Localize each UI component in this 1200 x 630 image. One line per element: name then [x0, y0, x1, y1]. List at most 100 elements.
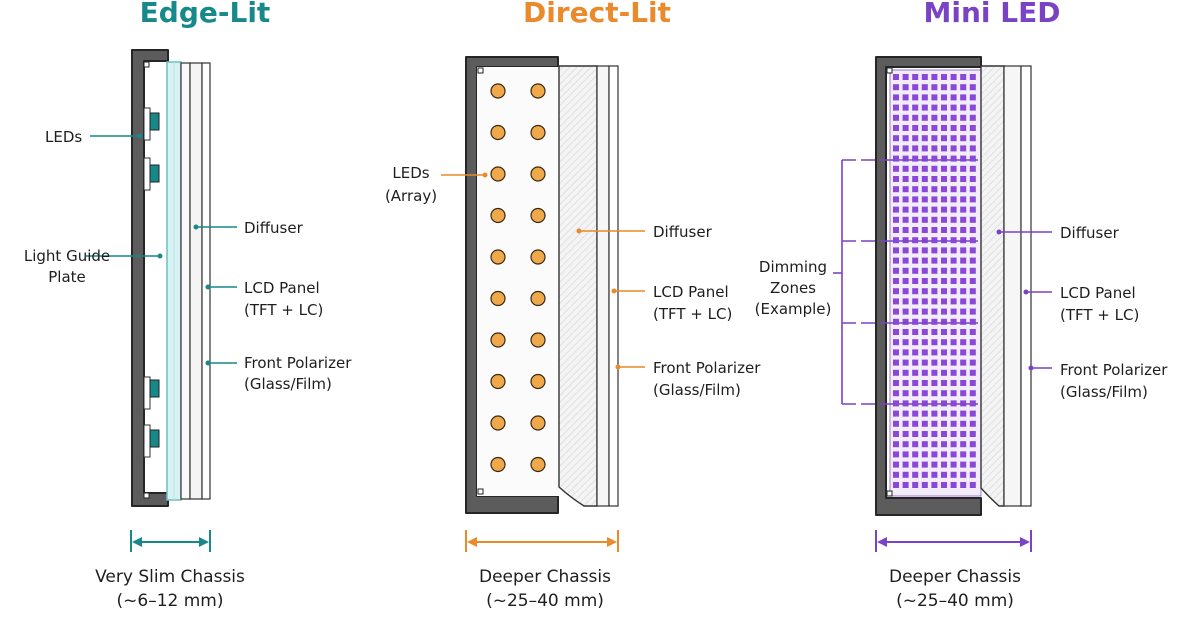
mini-led — [941, 186, 947, 193]
mini-led — [921, 196, 928, 203]
mini-led — [921, 288, 928, 295]
mini-led — [931, 267, 938, 274]
direct-led — [490, 373, 506, 390]
mini-led — [950, 237, 957, 244]
mini-led — [960, 196, 967, 203]
mini-led — [960, 278, 967, 284]
mini-led — [950, 176, 957, 182]
mini-dimension-arrow — [875, 530, 1032, 552]
mini-led — [893, 206, 899, 213]
mini-led — [969, 339, 976, 346]
mini-led — [960, 349, 967, 356]
mini-led — [912, 237, 919, 244]
mini-led — [941, 196, 947, 203]
mini-led — [902, 104, 909, 111]
mini-led — [931, 145, 938, 152]
mini-led — [893, 237, 899, 244]
direct-lit-title: Direct-Lit — [523, 0, 671, 29]
edge-label-diffuser: Diffuser — [244, 219, 304, 237]
mini-led — [941, 257, 947, 264]
mini-led — [950, 267, 957, 274]
mini-led — [941, 420, 947, 427]
mini-led — [893, 339, 899, 346]
direct-led — [490, 124, 506, 141]
mini-led — [960, 441, 967, 448]
mini-led — [960, 247, 967, 254]
mini-led — [931, 400, 938, 407]
mini-led — [941, 471, 947, 478]
direct-label-lcd-2: (TFT + LC) — [653, 305, 732, 323]
mini-led — [902, 135, 909, 142]
mini-led — [931, 471, 938, 478]
mini-label-dim-2: Zones — [770, 279, 816, 297]
edge-lit-cross-section — [131, 49, 211, 507]
mini-led — [893, 318, 899, 325]
mini-led — [950, 431, 957, 437]
mini-led — [960, 410, 967, 417]
mini-led — [912, 114, 919, 121]
mini-dimming-zone-bracket — [833, 159, 978, 405]
mini-led — [893, 451, 899, 458]
mini-led — [960, 227, 967, 233]
mini-led — [960, 165, 967, 172]
direct-led — [530, 124, 546, 141]
mini-led — [950, 461, 957, 468]
mini-led — [902, 186, 909, 193]
mini-led — [960, 257, 967, 264]
mini-led — [950, 369, 957, 376]
mini-led — [931, 176, 938, 182]
mini-led — [931, 135, 938, 142]
mini-led — [931, 125, 938, 131]
direct-caption-2: (~25–40 mm) — [486, 591, 604, 611]
mini-led — [902, 125, 909, 131]
mini-led — [931, 369, 938, 376]
mini-led — [912, 267, 919, 274]
mini-led — [969, 145, 976, 152]
mini-led — [912, 461, 919, 468]
mini-led — [960, 135, 967, 142]
direct-led — [530, 207, 546, 224]
mini-led — [902, 155, 909, 162]
mini-led — [921, 339, 928, 346]
mini-led — [931, 359, 938, 366]
mini-led — [969, 74, 976, 80]
mini-led — [893, 471, 899, 478]
mini-led — [893, 359, 899, 366]
mini-led — [941, 349, 947, 356]
mini-led — [950, 278, 957, 284]
mini-led — [921, 94, 928, 101]
mini-led — [950, 298, 957, 305]
mini-led — [950, 135, 957, 142]
mini-led — [912, 400, 919, 407]
mini-led — [969, 165, 976, 172]
direct-led — [490, 249, 506, 265]
mini-led — [893, 288, 899, 295]
mini-led — [893, 267, 899, 274]
mini-led — [893, 308, 899, 315]
mini-led — [969, 380, 976, 386]
mini-led — [941, 318, 947, 325]
direct-label-diffuser: Diffuser — [653, 223, 713, 241]
mini-led — [893, 329, 899, 335]
direct-led — [490, 415, 506, 431]
mini-led — [950, 94, 957, 101]
mini-led — [893, 227, 899, 233]
mini-led — [969, 390, 976, 397]
mini-caption-1: Deeper Chassis — [889, 567, 1021, 587]
mini-led — [912, 410, 919, 417]
mini-led — [960, 145, 967, 152]
mini-led — [902, 94, 909, 101]
mini-led — [950, 125, 957, 131]
mini-led — [902, 329, 909, 335]
mini-led — [941, 308, 947, 315]
mini-led — [941, 155, 947, 162]
mini-led — [931, 451, 938, 458]
mini-led — [969, 451, 976, 458]
mini-led — [969, 461, 976, 468]
mini-led — [969, 369, 976, 376]
mini-led — [969, 237, 976, 244]
mini-led — [921, 359, 928, 366]
mini-led — [902, 84, 909, 91]
mini-led — [969, 267, 976, 274]
mini-led — [941, 288, 947, 295]
